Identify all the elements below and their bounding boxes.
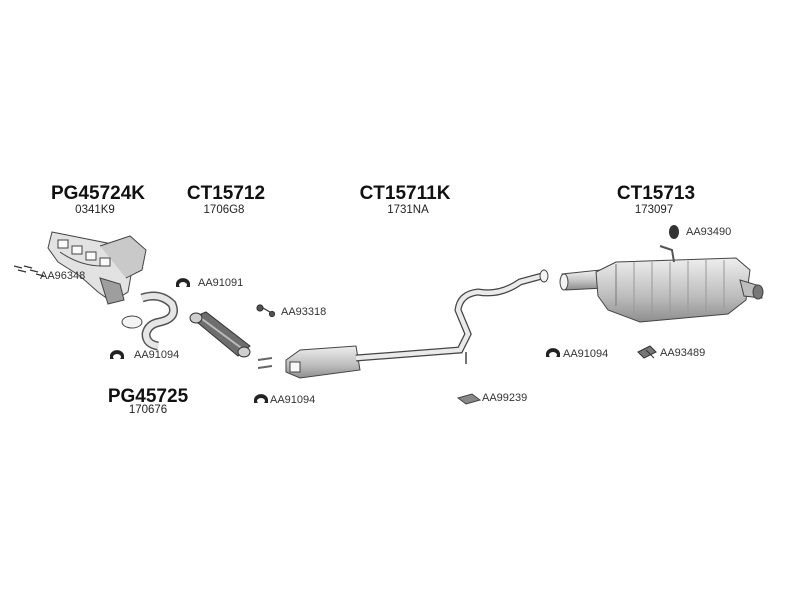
sub-code-1731na: 1731NA: [387, 204, 429, 216]
part-label-aa99239: AA99239: [482, 392, 528, 404]
sub-code-0341k9: 0341K9: [75, 204, 115, 216]
part-number-pg45724k: PG45724K: [50, 183, 145, 204]
sub-code-173097: 173097: [634, 204, 674, 216]
rear-silencer: [559, 245, 764, 323]
part-number-ct15712: CT15712: [186, 183, 266, 204]
part-label-aa91091: AA91091: [198, 277, 244, 289]
sub-code-1706g8: 1706G8: [203, 204, 245, 216]
flex-pipe: [189, 311, 251, 358]
stud-bolt-icon: [13, 265, 45, 277]
part-number-ct15711k: CT15711K: [359, 183, 451, 204]
bolt-icon: [637, 345, 657, 359]
part-label-aa91094-cat: AA91094: [270, 394, 316, 406]
part-label-aa91094-front: AA91094: [134, 349, 180, 361]
part-number-pg45725: PG45725: [107, 386, 189, 407]
part-label-aa93318: AA93318: [281, 306, 327, 318]
clamp-icon: [254, 394, 268, 403]
part-label-aa91094-rear: AA91094: [563, 348, 609, 360]
middle-pipe: [355, 269, 549, 364]
part-number-ct15713: CT15713: [616, 183, 696, 204]
bolt-icon: [256, 304, 276, 318]
catalytic-converter: [257, 345, 361, 379]
sub-code-170676: 170676: [128, 404, 168, 416]
clamp-icon: [175, 278, 190, 287]
rubber-mount-icon: [669, 225, 679, 239]
clamp-icon: [546, 348, 560, 357]
clamp-icon: [110, 350, 124, 359]
part-label-aa96348: AA96348: [40, 270, 86, 282]
part-label-aa93489: AA93489: [660, 347, 706, 359]
exhaust-manifold: [47, 231, 147, 305]
part-label-aa93490: AA93490: [686, 226, 732, 238]
gasket-icon: [456, 393, 482, 405]
front-pipe: [121, 291, 178, 351]
